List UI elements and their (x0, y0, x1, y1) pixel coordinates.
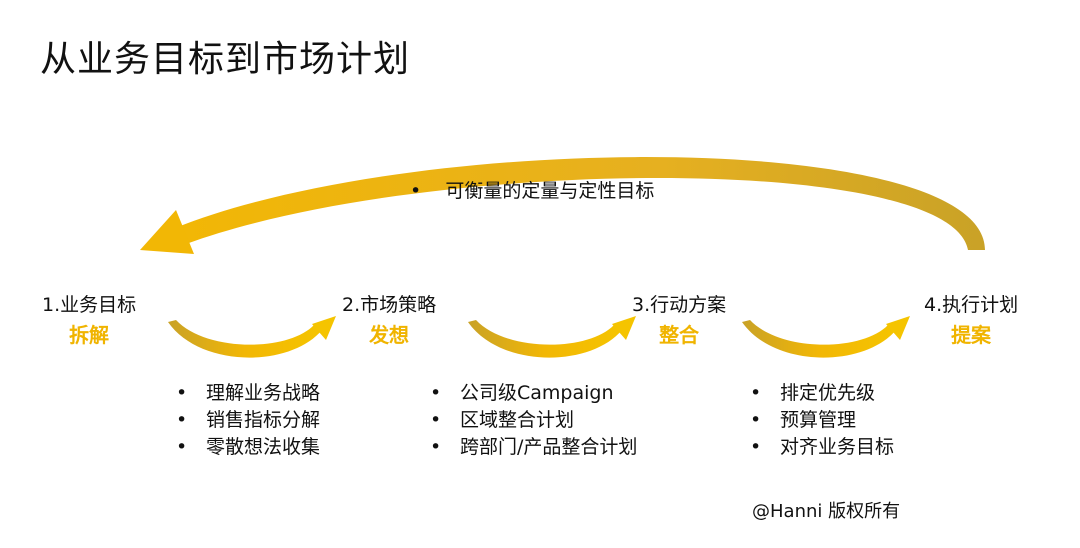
step-action: 提案 (951, 323, 992, 347)
step-label: 4.执行计划 (924, 294, 1019, 316)
return-arrowhead (140, 210, 194, 254)
forward-arc-arrow-3-4 (742, 316, 910, 358)
bullet-list-1: 理解业务战略 销售指标分解 零散想法收集 (176, 380, 320, 461)
center-note-bullet: • (410, 180, 446, 202)
bullet-list-2: 公司级Campaign 区域整合计划 跨部门/产品整合计划 (430, 380, 637, 461)
bullet-item: 公司级Campaign (430, 380, 637, 407)
bullet-item: 跨部门/产品整合计划 (430, 434, 637, 461)
copyright-text: @Hanni 版权所有 (752, 501, 901, 522)
forward-arc-arrow-2-3 (468, 316, 636, 358)
step-label: 2.市场策略 (342, 294, 437, 316)
bullet-list-3: 排定优先级 预算管理 对齐业务目标 (750, 380, 894, 461)
forward-arc-arrow-1-2 (168, 316, 336, 358)
bullet-item: 销售指标分解 (176, 407, 320, 434)
center-note-text: 可衡量的定量与定性目标 (445, 180, 655, 202)
step-action: 整合 (659, 323, 700, 347)
step-action-plan: 3.行动方案 整合 (632, 290, 726, 348)
bullet-item: 理解业务战略 (176, 380, 320, 407)
step-label: 3.行动方案 (632, 294, 727, 316)
step-market-strategy: 2.市场策略 发想 (342, 290, 436, 348)
page-title: 从业务目标到市场计划 (40, 39, 411, 80)
return-arc-arrow (175, 157, 985, 250)
bullet-item: 排定优先级 (750, 380, 894, 407)
step-action: 发想 (369, 323, 410, 347)
bullet-item: 对齐业务目标 (750, 434, 894, 461)
step-label: 1.业务目标 (42, 294, 137, 316)
step-execution-plan: 4.执行计划 提案 (924, 290, 1018, 348)
bullet-item: 预算管理 (750, 407, 894, 434)
center-note: • 可衡量的定量与定性目标 (410, 176, 654, 203)
step-action: 拆解 (69, 323, 110, 347)
step-business-goal: 1.业务目标 拆解 (42, 290, 136, 348)
bullet-item: 区域整合计划 (430, 407, 637, 434)
bullet-item: 零散想法收集 (176, 434, 320, 461)
